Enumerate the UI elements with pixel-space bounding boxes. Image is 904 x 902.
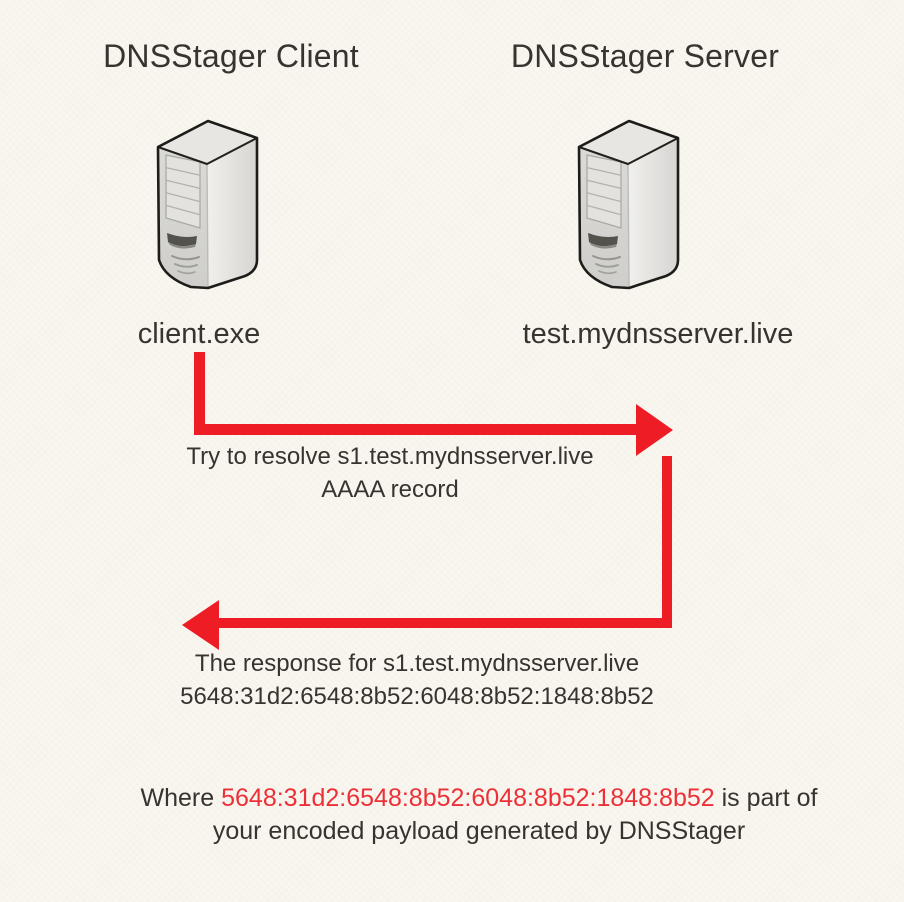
response-arrow-vertical [662, 456, 672, 628]
request-caption: Try to resolve s1.test.mydnsserver.live … [186, 440, 593, 506]
request-caption-line1: Try to resolve s1.test.mydnsserver.live [186, 443, 594, 470]
client-title: DNSStager Client [103, 38, 359, 74]
note-suffix: is part of [714, 784, 818, 812]
payload-note-line2: your encoded payload generated by DNSSta… [212, 817, 746, 845]
note-prefix: Where [140, 784, 222, 812]
client-label: client.exe [137, 318, 261, 350]
arrow-left-icon [182, 600, 219, 650]
note-payload-highlight: 5648:31d2:6548:8b52:6048:8b52:1848:8b52 [221, 784, 715, 812]
request-arrow-horizontal [194, 424, 637, 435]
server-label: test.mydnsserver.live [522, 318, 794, 350]
request-caption-line2: AAAA record [321, 476, 459, 503]
response-arrow-horizontal [219, 618, 672, 628]
request-arrow-vertical [194, 352, 205, 435]
response-caption-line2: 5648:31d2:6548:8b52:6048:8b52:1848:8b52 [180, 683, 654, 710]
server-tower-icon [577, 119, 680, 290]
response-caption-line1: The response for s1.test.mydnsserver.liv… [194, 650, 640, 677]
server-tower-icon [156, 119, 259, 290]
payload-note: Where 5648:31d2:6548:8b52:6048:8b52:1848… [141, 782, 818, 848]
arrow-right-icon [636, 404, 673, 456]
server-title: DNSStager Server [510, 38, 780, 74]
response-caption: The response for s1.test.mydnsserver.liv… [180, 647, 654, 713]
payload-note-line1: Where 5648:31d2:6548:8b52:6048:8b52:1848… [141, 782, 818, 815]
